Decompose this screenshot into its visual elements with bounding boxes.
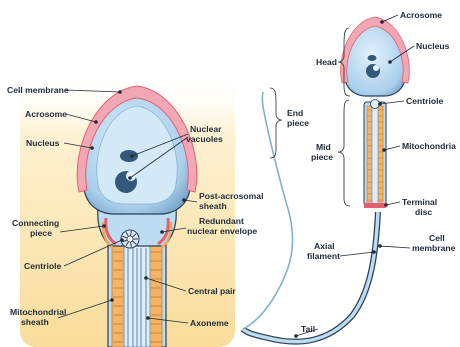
label-end-piece-1: End bbox=[287, 108, 303, 118]
label-mid-piece-1: Mid bbox=[316, 142, 331, 152]
nuclear-vacuole-1 bbox=[120, 150, 138, 162]
label-connecting-1: Connecting bbox=[12, 218, 59, 228]
label-post-acrosomal-2: sheath bbox=[199, 201, 227, 211]
leader-dot bbox=[118, 90, 122, 94]
leader-dot bbox=[110, 298, 114, 302]
leader-dot bbox=[378, 244, 382, 248]
label-terminal-disc-1: Terminal bbox=[402, 197, 437, 207]
label-axoneme: Axoneme bbox=[190, 318, 229, 328]
nucleus-right-top bbox=[368, 55, 377, 61]
leader-dot bbox=[146, 316, 150, 320]
centriole-right bbox=[371, 100, 380, 109]
label-central-pair: Central pair bbox=[188, 286, 236, 296]
leader-dot bbox=[90, 146, 94, 150]
label-nuclear-vacuoles-1: Nuclear bbox=[190, 124, 222, 134]
label-post-acrosomal-1: Post-acrosomal bbox=[199, 191, 263, 201]
label-acrosome-right: Acrosome bbox=[400, 10, 442, 20]
label-mid-piece-2: piece bbox=[311, 152, 333, 162]
leader-dot bbox=[378, 102, 382, 106]
leader-line bbox=[382, 15, 398, 22]
label-redundant-2: nuclear envelope bbox=[187, 226, 257, 236]
nucleus-right-highlight bbox=[373, 65, 379, 71]
label-cell-membrane-right-2: membrane bbox=[412, 243, 456, 253]
label-centriole: Centriole bbox=[24, 261, 61, 271]
label-nucleus: Nucleus bbox=[26, 138, 60, 148]
label-centriole-right: Centriole bbox=[406, 96, 443, 106]
leader-dot bbox=[384, 203, 388, 207]
leader-dot bbox=[102, 224, 106, 228]
leader-line bbox=[386, 202, 400, 205]
label-nuclear-vacuoles-2: vacuoles bbox=[186, 134, 223, 144]
nuclear-vacuole-highlight bbox=[126, 171, 136, 181]
leader-dot bbox=[128, 176, 132, 180]
tail-curve-inner bbox=[243, 212, 378, 342]
label-cell-membrane-right-1: Cell bbox=[429, 233, 445, 243]
centriole-left bbox=[121, 230, 139, 248]
label-nucleus-right: Nucleus bbox=[416, 41, 450, 51]
label-mito-sheath-1: Mitochondrial bbox=[10, 307, 66, 317]
leader-dot bbox=[388, 60, 392, 64]
terminal-disc bbox=[364, 203, 386, 208]
label-tail: Tail bbox=[301, 324, 315, 334]
leader-dot bbox=[94, 120, 98, 124]
leader-dot bbox=[182, 198, 186, 202]
leader-dot bbox=[294, 334, 298, 338]
label-terminal-disc-2: disc bbox=[415, 207, 432, 217]
label-axial-filament-1: Axial bbox=[314, 241, 335, 251]
label-axial-filament-2: filament bbox=[307, 251, 340, 261]
label-connecting-2: piece bbox=[30, 228, 52, 238]
mid-piece-axial-core bbox=[372, 104, 378, 204]
leader-line bbox=[380, 246, 410, 248]
label-end-piece-2: piece bbox=[287, 118, 309, 128]
leader-dot bbox=[160, 230, 164, 234]
leader-dot bbox=[382, 148, 386, 152]
label-head: Head bbox=[316, 57, 337, 67]
leader-dot bbox=[130, 154, 134, 158]
label-redundant-1: Redundant bbox=[199, 216, 244, 226]
leader-dot bbox=[144, 276, 148, 280]
leader-dot bbox=[120, 238, 124, 242]
label-mito-sheath-2: sheath bbox=[21, 317, 49, 327]
leader-dot bbox=[380, 20, 384, 24]
end-piece-filament-join bbox=[243, 202, 292, 329]
leader-line bbox=[340, 252, 374, 256]
end-piece-filament bbox=[262, 92, 286, 202]
leader-dot bbox=[372, 250, 376, 254]
tail-curve-outer bbox=[243, 212, 378, 342]
label-mitochondria: Mitochondria bbox=[402, 141, 456, 151]
label-acrosome: Acrosome bbox=[25, 109, 67, 119]
mid-piece-bracket bbox=[338, 100, 350, 206]
label-cell-membrane: Cell membrane bbox=[7, 85, 69, 95]
